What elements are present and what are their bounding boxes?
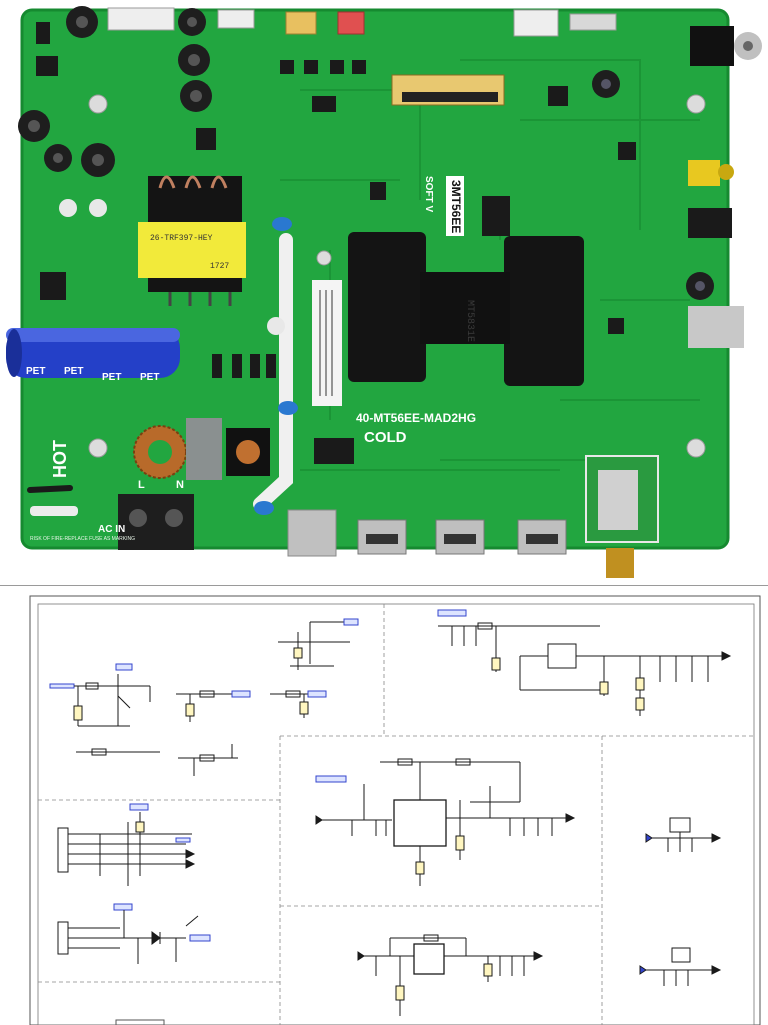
svg-text:PET: PET [140, 372, 159, 383]
schematic-block-left-mid [57, 803, 196, 886]
svg-text:26-TRF397-HEY: 26-TRF397-HEY [150, 234, 213, 243]
schematic-block-top-right [437, 609, 732, 716]
main-heatsink: MT5831E [348, 232, 584, 386]
svg-text:COLD: COLD [364, 429, 407, 446]
svg-text:1727: 1727 [210, 262, 229, 271]
svg-text:AC IN: AC IN [98, 524, 125, 535]
schematic-block-center [315, 758, 576, 886]
svg-text:HOT: HOT [50, 440, 70, 478]
toroid-inductor [133, 425, 187, 479]
svg-text:SOFT V: SOFT V [423, 176, 434, 212]
rf-connector [690, 26, 734, 66]
blue-bulk-capacitor: PET PET PET PET [6, 328, 180, 383]
svg-text:RISK OF FIRE-REPLACE FUSE AS M: RISK OF FIRE-REPLACE FUSE AS MARKING [30, 536, 135, 542]
svg-text:PET: PET [64, 366, 83, 377]
usb-port [688, 306, 744, 348]
schematic-block-right [639, 817, 722, 986]
svg-text:L: L [138, 479, 145, 491]
barcode-sticker [312, 280, 342, 406]
circuit-schematic [0, 585, 768, 1025]
svg-text:40-MT56EE-MAD2HG: 40-MT56EE-MAD2HG [356, 411, 476, 425]
schematic-block-bottom-center [357, 934, 544, 1016]
pcb-illustration: PET PET PET PET 26-TRF397-HEY 1727 [6, 6, 762, 578]
ethernet-port [287, 509, 337, 557]
svg-text:3MT56EE: 3MT56EE [449, 180, 463, 233]
electrolytic-capacitors [18, 6, 714, 300]
schematic-block-top-mid [278, 618, 359, 670]
svg-text:PET: PET [102, 372, 121, 383]
board-photo: PET PET PET PET 26-TRF397-HEY 1727 [6, 6, 762, 578]
x-capacitor [186, 418, 222, 480]
schematic-block-left-low [57, 903, 211, 964]
schematic-drawing [29, 595, 761, 1025]
power-transformer: 26-TRF397-HEY 1727 [138, 175, 246, 306]
schematic-block-top-left [49, 663, 327, 776]
svg-text:PET: PET [26, 366, 45, 377]
svg-text:MT5831E: MT5831E [464, 300, 475, 342]
svg-text:N: N [176, 479, 184, 491]
